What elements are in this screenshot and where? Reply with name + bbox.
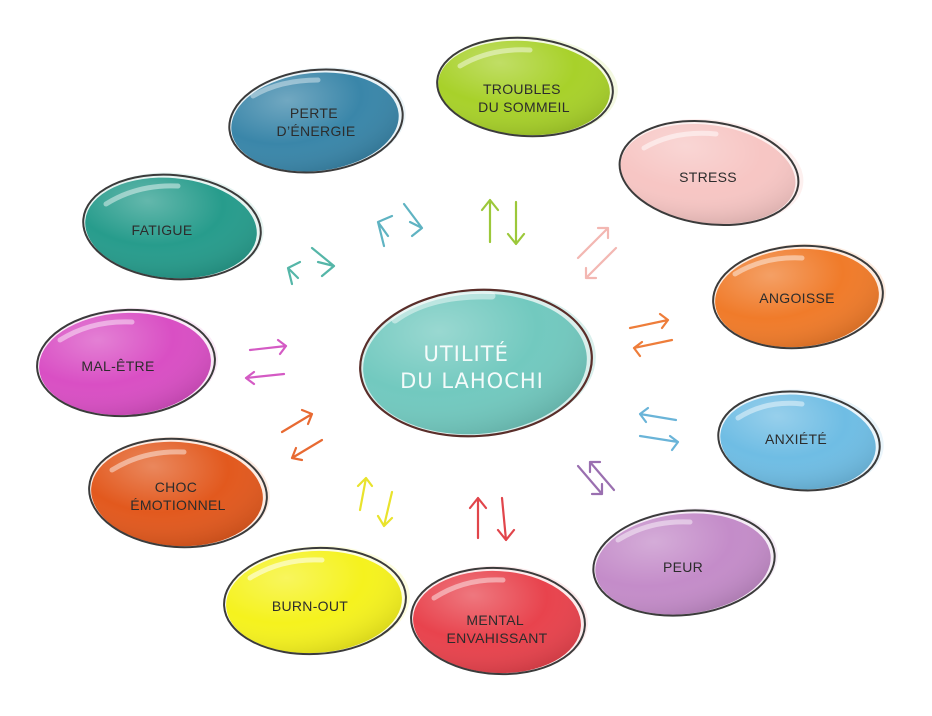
bubble-troubles-sommeil-line-1: TROUBLES — [483, 81, 561, 97]
bubble-troubles-sommeil-line-2: DU SOMMEIL — [478, 99, 570, 115]
bubble-mal-etre: MAL-ÊTRE — [36, 307, 218, 418]
bubble-anxiete-line-1: ANXIÉTÉ — [765, 431, 827, 447]
bubble-angoisse: ANGOISSE — [712, 243, 886, 350]
bubble-choc-emotionnel: CHOC ÉMOTIONNEL — [88, 436, 270, 549]
center-title-line-2: DU LAHOCHI — [400, 369, 544, 393]
bubble-stress-line-1: STRESS — [679, 169, 737, 185]
arrow-peur — [576, 460, 616, 496]
arrow-angoisse — [628, 312, 674, 358]
bubble-anxiete: ANXIÉTÉ — [717, 389, 884, 492]
arrow-stress — [576, 226, 618, 280]
bubble-stress: STRESS — [618, 118, 804, 227]
svg-text:MAL-ÊTRE: MAL-ÊTRE — [81, 358, 154, 374]
arrow-choc-emotionnel — [280, 408, 324, 462]
bubble-burn-out: BURN-OUT — [223, 545, 410, 656]
bubble-choc-emotionnel-line-2: ÉMOTIONNEL — [130, 497, 226, 513]
bubble-mental-envahissant-line-2: ENVAHISSANT — [446, 630, 547, 646]
arrow-burn-out — [356, 476, 394, 528]
arrow-anxiete — [638, 406, 680, 452]
bubble-peur-line-1: PEUR — [663, 559, 703, 575]
bubble-perte-energie-line-1: PERTE — [290, 105, 338, 121]
svg-text:TROUBLES DU SOMMEIL: TROUBLES DU SOMMEIL — [478, 81, 570, 115]
bubble-mental-envahissant-line-1: MENTAL — [466, 612, 523, 628]
bubble-peur: PEUR — [592, 508, 778, 617]
bubble-fatigue: FATIGUE — [82, 172, 264, 281]
bubble-burn-out-line-1: BURN-OUT — [272, 598, 348, 614]
arrow-fatigue — [286, 246, 336, 286]
bubble-mental-envahissant: MENTAL ENVAHISSANT — [410, 565, 588, 676]
svg-text:PERTE D’ÉNERGIE: PERTE D’ÉNERGIE — [277, 105, 356, 139]
svg-text:STRESS: STRESS — [679, 169, 737, 185]
bubble-fatigue-line-1: FATIGUE — [132, 222, 193, 238]
arrow-mental-envahissant — [468, 496, 516, 542]
arrow-troubles-sommeil — [480, 198, 526, 246]
svg-text:MENTAL ENVAHISSANT: MENTAL ENVAHISSANT — [446, 612, 547, 646]
bubble-choc-emotionnel-line-1: CHOC — [155, 479, 197, 495]
bubble-perte-energie: PERTE D’ÉNERGIE — [228, 67, 406, 174]
bubble-angoisse-line-1: ANGOISSE — [759, 290, 835, 306]
svg-text:FATIGUE: FATIGUE — [132, 222, 193, 238]
svg-text:BURN-OUT: BURN-OUT — [272, 598, 348, 614]
svg-text:CHOC ÉMOTIONNEL: CHOC ÉMOTIONNEL — [130, 479, 226, 513]
arrow-mal-etre — [244, 338, 288, 386]
center-bubble: UTILITÉ DU LAHOCHI — [359, 288, 596, 438]
bubble-perte-energie-line-2: D’ÉNERGIE — [277, 123, 356, 139]
center-title-line-1: UTILITÉ — [423, 341, 508, 366]
svg-text:PEUR: PEUR — [663, 559, 703, 575]
bubble-mal-etre-line-1: MAL-ÊTRE — [81, 358, 154, 374]
arrow-perte-energie — [376, 202, 424, 248]
svg-text:ANGOISSE: ANGOISSE — [759, 290, 835, 306]
center-title: UTILITÉ DU LAHOCHI — [400, 341, 544, 393]
svg-text:ANXIÉTÉ: ANXIÉTÉ — [765, 431, 827, 447]
bubble-troubles-sommeil: TROUBLES DU SOMMEIL — [436, 35, 618, 138]
